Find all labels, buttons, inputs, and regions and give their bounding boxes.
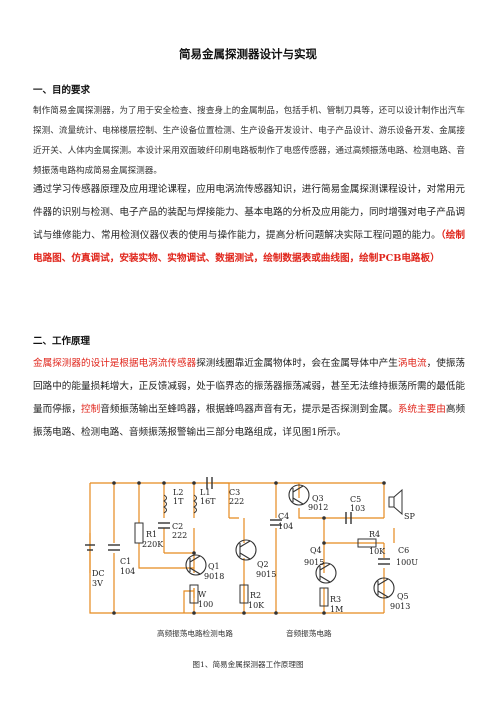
battery-symbol — [85, 544, 95, 551]
label-w-value: 100 — [198, 600, 213, 609]
inductor-l1-symbol — [193, 494, 197, 514]
label-q3: Q3 — [312, 494, 324, 503]
capacitor-c6-symbol — [378, 558, 390, 565]
label-r2-value: 10K — [248, 601, 265, 610]
resistor-r4-symbol — [357, 538, 377, 548]
capacitor-c2-symbol — [158, 522, 170, 529]
section-heading-principle: 二、工作原理 — [33, 336, 91, 347]
label-c6-value: 100U — [396, 558, 418, 567]
label-c6: C6 — [398, 546, 409, 555]
resistor-r2-symbol — [239, 584, 249, 604]
label-l2: L2 — [173, 488, 183, 497]
transistor-q4-symbol — [315, 562, 337, 584]
label-l1: L1 — [200, 488, 210, 497]
label-c5: C5 — [350, 495, 361, 504]
label-c2: C2 — [172, 522, 183, 531]
label-c4-value: 104 — [278, 522, 293, 531]
principle-text-part: ，使振荡回路中的能量损耗增大，正反馈减弱，处于临界态的振荡器振荡减弱，甚至无法维… — [33, 358, 466, 415]
label-q2: Q2 — [257, 560, 269, 569]
paragraph-objectives: 通过学习传感器原理及应用理论课程，应用电涡流传感器知识，进行简易金属探测课程设计… — [33, 178, 465, 270]
figure-caption: 图1、简易金属探测器工作原理图 — [192, 660, 304, 669]
label-c2-value: 222 — [172, 531, 187, 540]
circuit-wires — [89, 482, 395, 614]
label-c1-value: 104 — [120, 567, 135, 576]
resistor-r3-symbol — [319, 587, 329, 607]
label-c1: C1 — [120, 557, 131, 566]
capacitor-c4-symbol — [270, 519, 282, 526]
label-sp: SP — [404, 512, 415, 521]
paragraph-principle: 金属探测器的设计是根据电涡流传感器探测线圈靠近金属物体时，会在金属导体中产生涡电… — [33, 352, 465, 444]
principle-text-part: 音频振荡输出至蜂鸣器，根据蜂鸣器声音有无，提示是否探测到金属。 — [100, 404, 398, 415]
label-q3-value: 9012 — [308, 503, 328, 512]
label-r3-value: 1M — [330, 605, 343, 614]
label-r1-value: 220K — [142, 540, 164, 549]
transistor-q2-symbol — [235, 539, 257, 561]
principle-text-part: 探测线圈靠近金属物体时，会在金属导体中产生 — [196, 358, 398, 369]
principle-text-part: 系统主要由 — [397, 404, 446, 415]
capacitor-c3-symbol — [206, 477, 213, 489]
transistor-q5-symbol — [373, 577, 395, 599]
label-r4-value: 10K — [369, 547, 386, 556]
label-q2-value: 9015 — [256, 570, 276, 579]
label-c4: C4 — [278, 512, 289, 521]
label-r1: R1 — [146, 530, 157, 539]
label-l2-value: 1T — [173, 497, 184, 506]
label-q4: Q4 — [310, 546, 322, 555]
junction-dots — [112, 481, 386, 615]
inductor-l2-symbol — [163, 494, 167, 514]
capacitor-c5-symbol — [345, 512, 352, 524]
document-title: 简易金属探测器设计与实现 — [179, 47, 317, 61]
label-q5: Q5 — [397, 592, 409, 601]
objectives-text: 通过学习传感器原理及应用理论课程，应用电涡流传感器知识，进行简易金属探测课程设计… — [33, 184, 465, 241]
label-r3: R3 — [330, 595, 341, 604]
capacitor-c1-symbol — [108, 544, 120, 551]
label-c3-value: 222 — [229, 497, 244, 506]
circuit-diagram: L2 1T L1 16T C3 222 C2 222 R1 220K C1 10… — [85, 477, 418, 615]
transistor-q3-symbol — [288, 484, 310, 506]
label-c5-value: 103 — [350, 504, 365, 513]
principle-text-part: 高频振荡电路、检测电路、音频振荡报警输出三部分电路组成，详见图1所示。 — [33, 404, 466, 438]
principle-text-part: 控制 — [81, 404, 101, 415]
label-l1-value: 16T — [200, 497, 216, 506]
label-q1: Q1 — [208, 562, 220, 571]
circuit-caption-left: 高频振荡电路检测电路 — [157, 629, 233, 638]
objectives-tasks-highlight: （绘制电路图、仿真调试，安装实物、实物调试、数据测试，绘制数据表或曲线图，绘制P… — [33, 230, 466, 264]
principle-text-part: 金属探测器的设计是根据电涡流传感器 — [33, 358, 197, 369]
speaker-icon — [388, 488, 403, 516]
transistor-q1-symbol — [185, 554, 207, 576]
circuit-caption-right: 音频振荡电路 — [286, 629, 332, 638]
label-c3: C3 — [229, 488, 240, 497]
label-r4: R4 — [369, 530, 380, 539]
label-dc-value: 3V — [92, 579, 103, 588]
label-w: W — [198, 590, 207, 599]
paragraph-purpose: 制作简易金属探测器，为了用于安全检查、搜查身上的金属制品，包括手机、管制刀具等，… — [33, 106, 465, 176]
section-heading-goals: 一、目的要求 — [33, 85, 91, 96]
label-q1-value: 9018 — [204, 572, 224, 581]
label-q4-value: 9015 — [304, 558, 324, 567]
label-r2: R2 — [250, 591, 261, 600]
potentiometer-w-symbol — [189, 584, 199, 604]
principle-text-part: 涡电流 — [397, 358, 427, 369]
label-dc: DC — [92, 569, 105, 578]
label-q5-value: 9013 — [390, 602, 410, 611]
resistor-r1-symbol — [134, 522, 144, 544]
